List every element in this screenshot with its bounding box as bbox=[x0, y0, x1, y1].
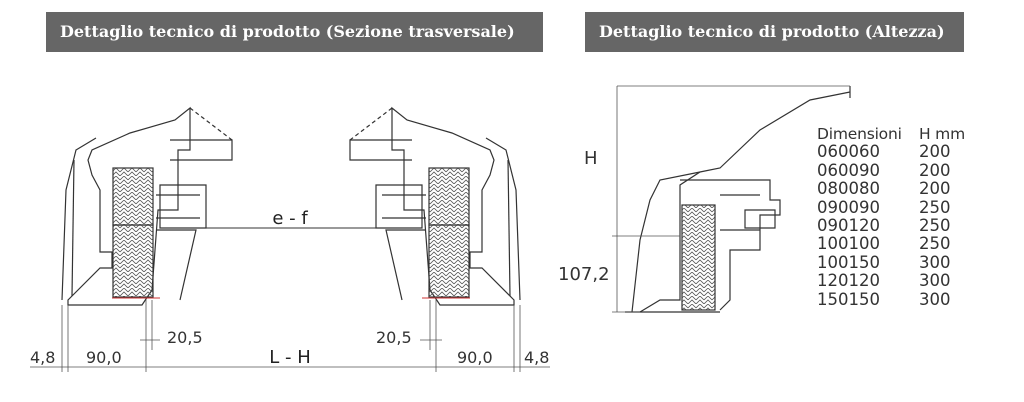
dimension-lines-right bbox=[612, 85, 850, 313]
table-row: 150150 300 bbox=[817, 289, 979, 309]
right-profile bbox=[349, 106, 521, 306]
dimensions-table: Dimensioni H mm 060060 200 060090 200 0800… bbox=[817, 125, 979, 309]
cell-dimension: 150150 bbox=[817, 289, 880, 309]
height-label: H bbox=[584, 148, 598, 169]
cell-height: 200 bbox=[919, 142, 951, 162]
cell-height: 250 bbox=[919, 216, 951, 236]
cell-height: 300 bbox=[919, 252, 951, 272]
total-width-label: L - H bbox=[269, 347, 311, 368]
cell-height: 200 bbox=[919, 179, 951, 199]
cell-dimension: 100150 bbox=[817, 252, 880, 272]
table-header: Dimensioni H mm bbox=[817, 125, 979, 143]
cell-dimension: 080080 bbox=[817, 179, 880, 199]
dimension-lines-left bbox=[30, 300, 550, 372]
cell-dimension: 060060 bbox=[817, 142, 880, 162]
base-height-label: 107,2 bbox=[558, 264, 610, 285]
cell-height: 200 bbox=[919, 160, 951, 180]
inner-offset-left: 20,5 bbox=[167, 328, 203, 347]
table-row: 120120 300 bbox=[817, 271, 979, 291]
height-section-diagram bbox=[625, 86, 851, 313]
cell-height: 300 bbox=[919, 289, 951, 309]
cell-dimension: 090090 bbox=[817, 197, 880, 217]
left-profile bbox=[61, 106, 233, 306]
table-row: 060090 200 bbox=[817, 160, 979, 180]
cell-dimension: 090120 bbox=[817, 216, 880, 236]
cell-height: 300 bbox=[919, 271, 951, 291]
cell-dimension: 100100 bbox=[817, 234, 880, 254]
table-row: 100100 250 bbox=[817, 234, 979, 254]
edge-offset-right: 4,8 bbox=[524, 348, 549, 367]
section-header-height: Dettaglio tecnico di prodotto (Altezza) bbox=[585, 12, 964, 52]
cross-section-diagram bbox=[61, 106, 521, 306]
inner-offset-right: 20,5 bbox=[376, 328, 412, 347]
frame-width-right: 90,0 bbox=[457, 348, 493, 367]
table-row: 060060 200 bbox=[817, 142, 979, 162]
table-row: 090120 250 bbox=[817, 216, 979, 236]
cell-dimension: 120120 bbox=[817, 271, 880, 291]
table-row: 080080 200 bbox=[817, 179, 979, 199]
column-height-header: H mm bbox=[919, 125, 965, 143]
frame-width-left: 90,0 bbox=[86, 348, 122, 367]
table-row: 090090 250 bbox=[817, 197, 979, 217]
section-header-cross-section: Dettaglio tecnico di prodotto (Sezione t… bbox=[46, 12, 543, 52]
opening-label: e - f bbox=[272, 208, 308, 229]
cell-height: 250 bbox=[919, 197, 951, 217]
cell-height: 250 bbox=[919, 234, 951, 254]
column-dimensions-header: Dimensioni bbox=[817, 125, 902, 143]
edge-offset-left: 4,8 bbox=[30, 348, 55, 367]
table-row: 100150 300 bbox=[817, 252, 979, 272]
cell-dimension: 060090 bbox=[817, 160, 880, 180]
